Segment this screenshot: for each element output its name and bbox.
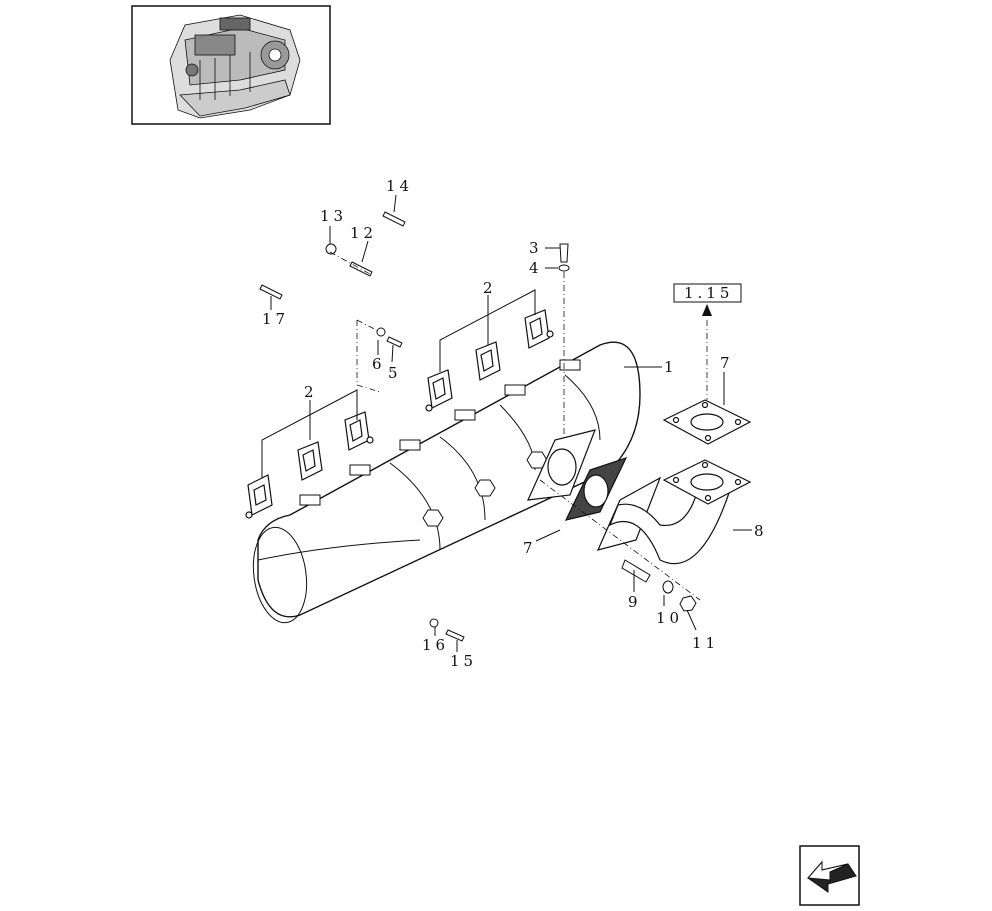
callout-4: 4 <box>529 259 543 277</box>
callout-2-lower: 2 <box>304 383 318 401</box>
flange-plate-top <box>662 399 752 445</box>
callout-10: 10 <box>656 609 683 627</box>
callout-13: 13 <box>320 207 347 225</box>
back-arrow-icon[interactable] <box>799 845 860 906</box>
gasket-set-upper <box>425 309 554 412</box>
leader-lines <box>270 194 752 652</box>
callout-14: 14 <box>386 177 413 195</box>
callout-5: 5 <box>388 364 402 382</box>
callout-11: 11 <box>692 634 719 652</box>
reference-arrow <box>702 304 712 400</box>
callout-16: 16 <box>422 636 449 654</box>
callout-7-top: 7 <box>720 354 734 372</box>
manifold-pipe <box>252 341 641 624</box>
callout-7-front: 7 <box>523 539 537 557</box>
callout-8: 8 <box>754 522 768 540</box>
callout-1: 1 <box>664 358 678 376</box>
callout-6: 6 <box>372 355 386 373</box>
flange-plate-front <box>527 429 596 501</box>
callout-12: 12 <box>350 224 377 242</box>
engine-thumbnail-icon[interactable] <box>131 5 331 125</box>
gasket-plate-black <box>564 456 628 521</box>
callout-2-upper: 2 <box>483 279 497 297</box>
callout-labels: 1 2 2 3 4 5 6 7 7 8 9 10 11 12 13 14 15 … <box>262 177 768 670</box>
callout-15: 15 <box>450 652 477 670</box>
reference-box[interactable]: 1.15 <box>673 283 742 303</box>
callout-17: 17 <box>262 310 289 328</box>
small-fasteners <box>259 211 697 642</box>
elbow-pipe <box>608 459 752 565</box>
callout-9: 9 <box>628 593 642 611</box>
gasket-set-lower <box>245 411 374 519</box>
reference-label: 1.15 <box>684 284 733 302</box>
callout-3: 3 <box>529 239 543 257</box>
